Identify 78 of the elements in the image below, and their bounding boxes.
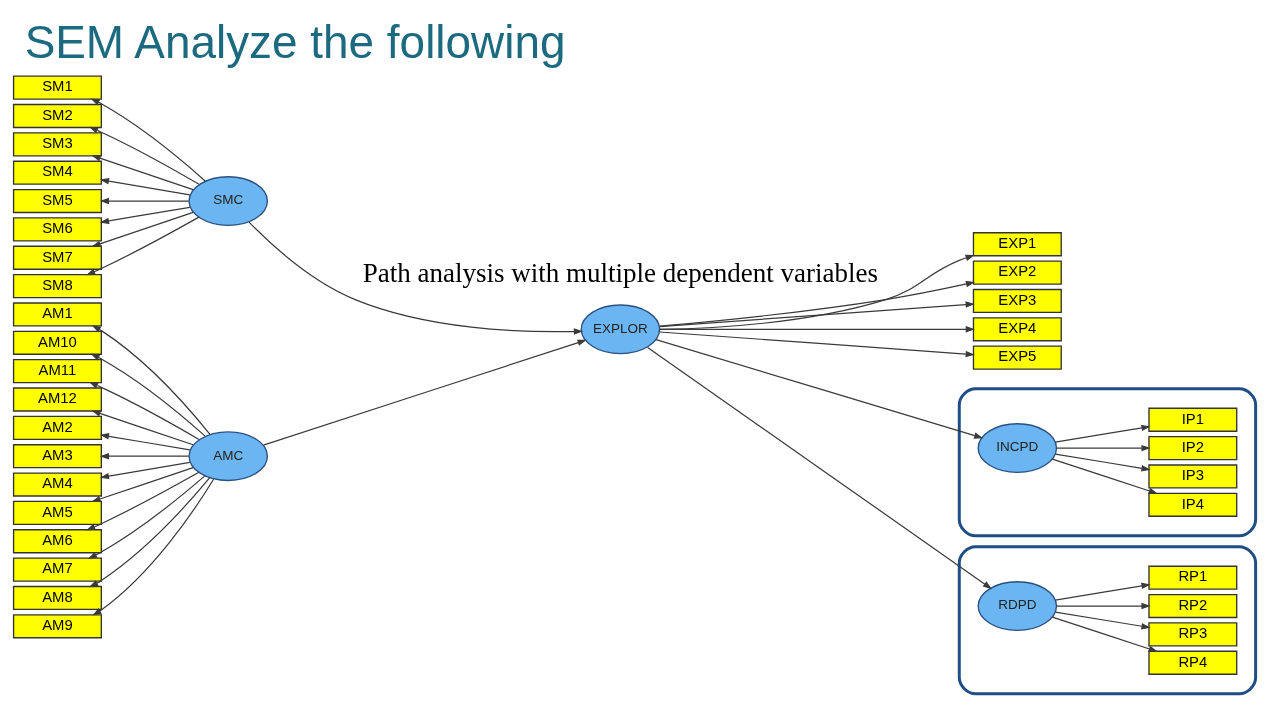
arrow <box>91 325 211 435</box>
node-box: AM8 <box>12 585 102 611</box>
node-box: EXP3 <box>972 288 1062 314</box>
node-box: IP4 <box>1148 492 1238 517</box>
arrow <box>90 98 206 182</box>
arrow <box>1056 602 1151 610</box>
node-box: SM8 <box>12 273 102 299</box>
arrow <box>86 471 200 531</box>
arrow <box>91 410 194 446</box>
node-box: IP3 <box>1148 464 1238 489</box>
arrow <box>91 155 194 191</box>
arrow <box>99 433 191 451</box>
node-box: SM4 <box>12 160 102 185</box>
arrow <box>92 478 215 616</box>
arrow <box>88 381 200 441</box>
node-box: SM1 <box>12 75 102 100</box>
arrow <box>659 254 975 331</box>
node-box: IP2 <box>1148 435 1238 461</box>
node-box: AM2 <box>12 415 102 440</box>
arrow <box>262 339 587 446</box>
node-box: EXP4 <box>972 317 1062 342</box>
arrow <box>1051 458 1158 494</box>
arrow <box>99 177 191 196</box>
arrow <box>1054 453 1151 472</box>
node-box: AM9 <box>12 614 102 639</box>
cluster <box>957 545 1258 696</box>
node-box: SM6 <box>12 217 102 242</box>
arrow <box>1054 582 1151 601</box>
arrow <box>99 461 191 480</box>
arrow <box>91 211 194 247</box>
arrow <box>658 280 976 327</box>
arrow <box>90 353 206 437</box>
arrow <box>658 331 975 358</box>
diagram-title: SEM Analyze the following <box>24 15 566 68</box>
arrow <box>99 206 191 225</box>
arrow <box>88 126 200 185</box>
node-box: SM7 <box>12 245 102 270</box>
arrow <box>1056 444 1151 452</box>
node-box: RP1 <box>1148 565 1238 590</box>
node-box: IP1 <box>1148 407 1238 432</box>
arrow <box>1054 424 1151 443</box>
arrow <box>655 339 984 439</box>
node-box: RP2 <box>1148 593 1238 619</box>
node-ellipse: EXPLOR <box>580 304 661 355</box>
arrow <box>658 301 975 328</box>
arrow <box>91 467 194 502</box>
node-box: AM10 <box>12 330 102 355</box>
arrow <box>86 216 200 276</box>
node-box: AM1 <box>12 302 102 327</box>
node-box: AM11 <box>12 359 102 384</box>
node-box: AM7 <box>12 557 102 582</box>
node-box: AM6 <box>12 529 102 554</box>
arrow <box>659 326 975 333</box>
arrow <box>647 346 993 590</box>
node-box: AM3 <box>12 444 102 469</box>
arrow <box>89 477 211 588</box>
arrow <box>99 452 190 460</box>
arrow <box>248 221 584 335</box>
node-box: SM5 <box>12 188 102 214</box>
label: Path analysis with multiple dependent variables <box>362 258 878 289</box>
node-box: AM12 <box>12 387 102 412</box>
node-box: RP4 <box>1148 650 1238 675</box>
arrow <box>87 475 206 559</box>
node-ellipse: AMC <box>188 431 269 482</box>
node-box: SM3 <box>12 132 102 157</box>
arrow <box>99 197 190 205</box>
node-box: SM2 <box>12 103 102 129</box>
cluster <box>957 387 1258 538</box>
node-box: RP3 <box>1148 622 1238 647</box>
node-box: AM5 <box>12 500 102 526</box>
node-box: EXP1 <box>972 232 1062 257</box>
node-box: EXP5 <box>972 345 1062 370</box>
node-box: EXP2 <box>972 260 1062 285</box>
node-ellipse: SMC <box>188 176 269 226</box>
node-box: AM4 <box>12 472 102 497</box>
node-ellipse: INCPD <box>977 423 1058 474</box>
arrow <box>1054 611 1151 630</box>
arrow <box>1051 616 1158 652</box>
